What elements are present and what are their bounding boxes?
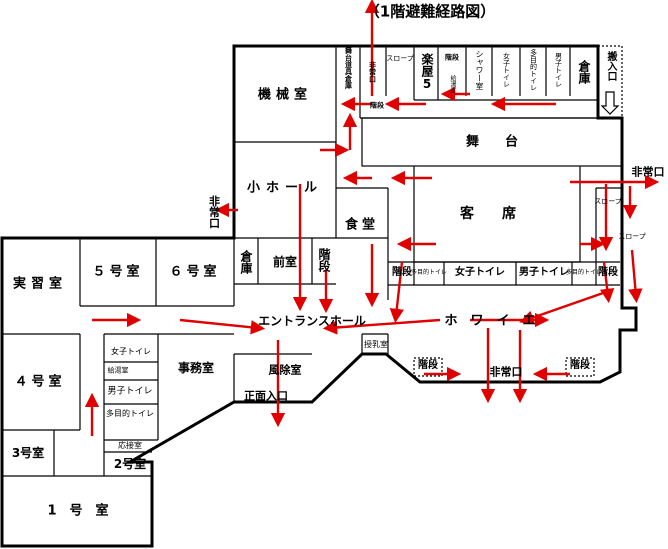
mens-wc-backstage: 男子トイレ (554, 52, 563, 88)
room-nursing: 授乳室 (364, 340, 388, 349)
map-title: （1階避難経路図） (364, 2, 496, 21)
emergency-exit-top: 非常口 (368, 61, 377, 83)
multipurpose-wc-left: 多目的トイレ (106, 409, 154, 418)
room-small-hall: 小ホール (246, 180, 324, 196)
stairs-bottom-left: 階段 (418, 360, 438, 371)
loading-entrance: 搬入口 (605, 51, 616, 81)
room-reception: 応接室 (118, 441, 142, 450)
room-seats: 客 席 (460, 206, 516, 222)
stairs-foyer-right: 階段 (598, 267, 618, 278)
room-3: 3号室 (11, 446, 45, 460)
stairs-backstage: 階段 (445, 53, 459, 62)
mens-wc-foyer: 男子トイレ (519, 267, 569, 278)
interior-walls (2, 45, 623, 477)
womens-wc-left: 女子トイレ (111, 347, 151, 356)
evacuation-arrows (84, 0, 660, 436)
room-machine: 機械室 (257, 87, 313, 103)
slope-top: スロープ (386, 54, 414, 63)
room-windbreak: 風除室 (268, 363, 302, 377)
room-anteroom: 前室 (272, 255, 298, 269)
stairs-top: 階段 (370, 101, 384, 110)
slope-right-2: スロープ (618, 232, 646, 241)
emergency-exit-right: 非常口 (631, 165, 665, 179)
multipurpose-wc-backstage: 多目的トイレ (529, 49, 538, 91)
room-5: ５号室 (92, 264, 144, 280)
stairs-foyer-left: 階段 (392, 267, 412, 278)
room-storage-left: 倉庫 (239, 250, 253, 274)
room-office: 事務室 (177, 361, 215, 375)
storage-top: 倉庫 (577, 60, 591, 84)
stage-tool-storage: 舞台道具倉庫 (344, 47, 353, 89)
foyer-label: ホ ワ イ エ (444, 313, 536, 329)
emergency-exit-left: 非常口 (207, 195, 221, 229)
mens-wc-left: 男子トイレ (107, 386, 153, 397)
room-4: ４号室 (14, 374, 66, 390)
room-practice: 実習室 (12, 276, 68, 292)
room-cafeteria: 食堂 (344, 217, 380, 233)
room-stage: 舞 台 (465, 134, 519, 150)
room-stairs-left: 階段 (317, 248, 331, 272)
loading-arrow (600, 91, 620, 115)
entrance-hall-label: エントランスホール (258, 314, 366, 328)
multipurpose-wc-foyer-right: 多目的トイレ (565, 269, 603, 276)
room-6: ６号室 (169, 264, 221, 280)
stairs-bottom-right: 階段 (570, 360, 590, 371)
emergency-exit-bottom: 非常口 (489, 365, 523, 379)
womens-wc-backstage: 女子トイレ (502, 52, 511, 88)
room-1: 1 号 室 (47, 503, 109, 519)
kitchenette-left: 給湯室 (107, 366, 129, 375)
multipurpose-wc-foyer-left: 多目的トイレ (410, 269, 448, 276)
main-entrance-label: 正面入口 (244, 389, 288, 403)
womens-wc-foyer: 女子トイレ (455, 267, 505, 278)
room-2: 2号室 (113, 457, 147, 471)
slope-right-1: スロープ (594, 197, 622, 206)
walls (0, 44, 638, 548)
green-room-5: 楽屋5 (420, 53, 434, 91)
kitchenette-backstage: 給湯室 (449, 75, 456, 93)
shower-room: シャワー室 (475, 50, 484, 90)
